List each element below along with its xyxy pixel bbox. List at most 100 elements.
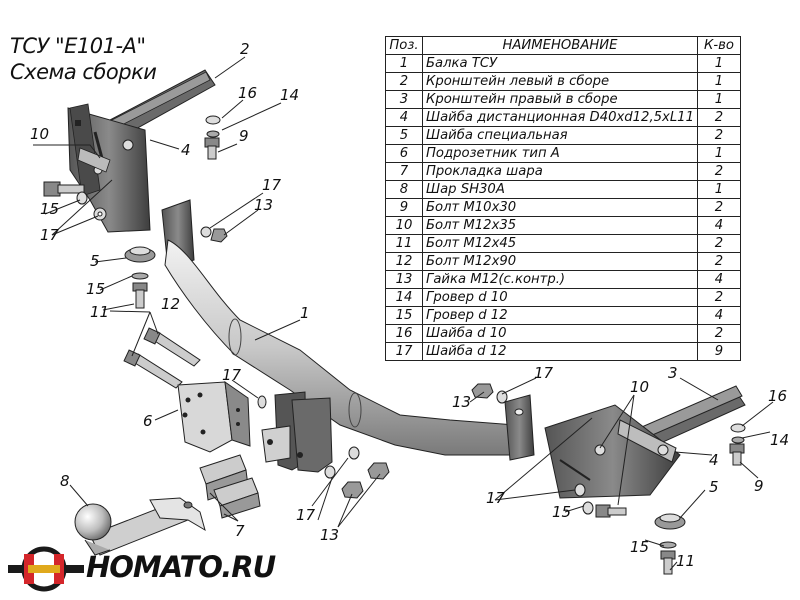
callout-labels: 2 16 14 10 4 9 15 17 17 13 5 15 11 12 1 … bbox=[30, 40, 789, 570]
cell-qty: 2 bbox=[696, 162, 741, 181]
callout-11: 11 bbox=[90, 303, 109, 321]
center-fasteners bbox=[257, 383, 508, 499]
callout-17: 17 bbox=[40, 226, 60, 244]
cell-pos: 15 bbox=[385, 306, 423, 325]
cell-pos: 6 bbox=[385, 144, 423, 163]
homato-logo bbox=[8, 546, 84, 592]
callout-11: 11 bbox=[676, 552, 695, 570]
tow-beam bbox=[161, 199, 535, 473]
cell-name: Балка ТСУ bbox=[422, 54, 698, 73]
callout-10: 10 bbox=[630, 378, 649, 396]
cell-pos: 17 bbox=[385, 342, 423, 361]
cell-pos: 13 bbox=[385, 270, 423, 289]
cell-qty: 2 bbox=[696, 252, 741, 271]
logo-text: HOMATO.RU bbox=[86, 550, 276, 584]
cell-pos: 11 bbox=[385, 234, 423, 253]
callout-7: 7 bbox=[235, 522, 245, 540]
callout-17: 17 bbox=[262, 176, 282, 194]
cell-pos: 9 bbox=[385, 198, 423, 217]
logo-gold-bar bbox=[28, 565, 60, 573]
callout-12: 12 bbox=[161, 295, 180, 313]
cell-name: Шар SH30А bbox=[422, 180, 698, 199]
left-bracket-assembly bbox=[67, 69, 216, 233]
callout-8: 8 bbox=[60, 472, 70, 490]
cell-name: Гровер d 10 bbox=[422, 288, 698, 307]
cell-qty: 1 bbox=[696, 90, 741, 109]
cell-name: Болт М12х90 bbox=[422, 252, 698, 271]
callout-13: 13 bbox=[254, 196, 273, 214]
cell-name: Гровер d 12 bbox=[422, 306, 698, 325]
cell-name: Болт М12х35 bbox=[422, 216, 698, 235]
callout-17: 17 bbox=[486, 489, 506, 507]
cell-qty: 2 bbox=[696, 324, 741, 343]
callout-6: 6 bbox=[143, 412, 153, 430]
callout-10: 10 bbox=[30, 125, 49, 143]
callout-4: 4 bbox=[181, 141, 191, 159]
left-fasteners bbox=[43, 115, 228, 309]
callout-13: 13 bbox=[452, 393, 471, 411]
table-header-row: Поз. НАИМЕНОВАНИЕ К-во bbox=[385, 36, 741, 55]
cell-qty: 4 bbox=[696, 306, 741, 325]
cell-name: Болт М10х30 bbox=[422, 198, 698, 217]
callout-17: 17 bbox=[296, 506, 316, 524]
callout-4: 4 bbox=[709, 451, 719, 469]
header-pos: Поз. bbox=[385, 36, 423, 55]
cell-qty: 2 bbox=[696, 234, 741, 253]
cell-pos: 12 bbox=[385, 252, 423, 271]
cell-qty: 9 bbox=[696, 342, 741, 361]
cell-qty: 1 bbox=[696, 144, 741, 163]
cell-pos: 3 bbox=[385, 90, 423, 109]
callout-17: 17 bbox=[222, 366, 242, 384]
callout-14: 14 bbox=[770, 431, 789, 449]
cell-name: Болт М12х45 bbox=[422, 234, 698, 253]
diagram-title: ТСУ "Е101-А" bbox=[10, 34, 146, 58]
tow-ball bbox=[74, 497, 206, 556]
header-name: НАИМЕНОВАНИЕ bbox=[422, 36, 698, 55]
cell-pos: 5 bbox=[385, 126, 423, 145]
callout-16: 16 bbox=[768, 387, 787, 405]
cell-qty: 2 bbox=[696, 126, 741, 145]
cell-pos: 16 bbox=[385, 324, 423, 343]
socket-plate bbox=[177, 380, 251, 453]
cell-qty: 1 bbox=[696, 72, 741, 91]
callout-2: 2 bbox=[240, 40, 250, 58]
cell-name: Подрозетник тип А bbox=[422, 144, 698, 163]
cell-qty: 1 bbox=[696, 54, 741, 73]
callout-1: 1 bbox=[300, 304, 310, 322]
leader-lines bbox=[33, 56, 774, 571]
cell-name: Кронштейн правый в сборе bbox=[422, 90, 698, 109]
callout-15: 15 bbox=[552, 503, 571, 521]
cell-qty: 4 bbox=[696, 270, 741, 289]
long-bolts bbox=[123, 327, 201, 389]
cell-qty: 4 bbox=[696, 216, 741, 235]
callout-16: 16 bbox=[238, 84, 257, 102]
cell-name: Шайба специальная bbox=[422, 126, 698, 145]
cell-qty: 2 bbox=[696, 288, 741, 307]
callout-15: 15 bbox=[86, 280, 105, 298]
cell-name: Прокладка шара bbox=[422, 162, 698, 181]
callout-9: 9 bbox=[754, 477, 764, 495]
cell-pos: 1 bbox=[385, 54, 423, 73]
cell-qty: 1 bbox=[696, 180, 741, 199]
cell-name: Гайка М12(с.контр.) bbox=[422, 270, 698, 289]
callout-3: 3 bbox=[668, 364, 678, 382]
cell-pos: 10 bbox=[385, 216, 423, 235]
diagram-subtitle: Схема сборки bbox=[10, 60, 157, 84]
right-bracket-assembly bbox=[544, 385, 746, 575]
